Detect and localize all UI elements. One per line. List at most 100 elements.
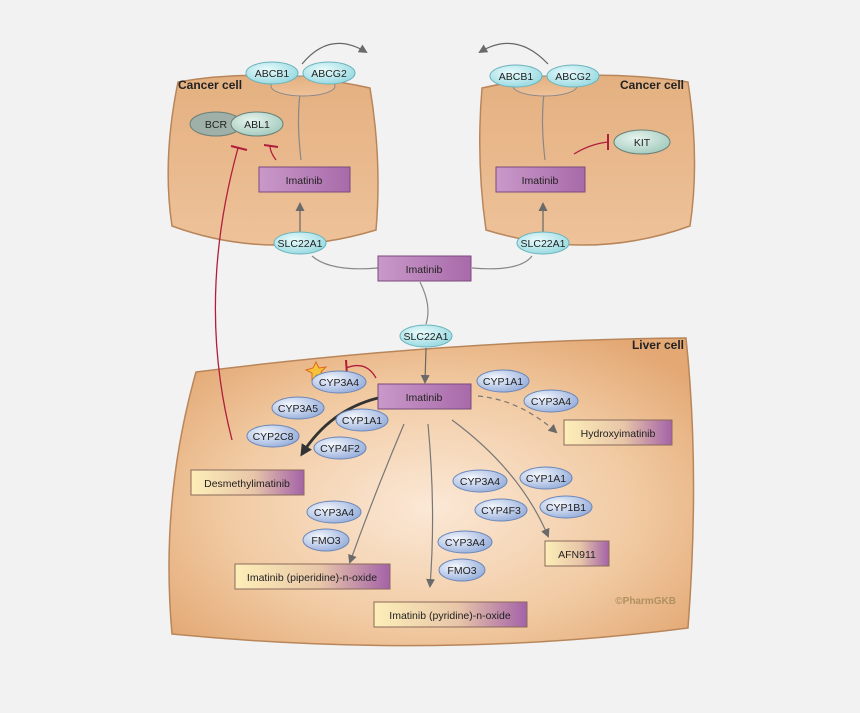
efflux-arrow-right [478,42,549,65]
slc22a1-left-shape [273,231,327,255]
abcb1-right-label: ABCB1 [499,71,534,83]
enzyme-fmo3-a: FMO3 [302,528,350,552]
slc22a1-liver-shape [399,324,453,348]
line-blood-to-slc-right [471,255,533,270]
enzyme-cyp3a5: CYP3A5 [271,396,325,420]
inhibition-imatinib-to-abl1 [269,145,277,161]
arrow-to-afn911 [451,419,550,538]
abcb1-left [245,61,299,85]
cancer-cell-right-label: Cancer cell [620,78,684,92]
imatinib-blood-label: Imatinib [406,264,443,276]
cancer-cell-left-membrane [167,74,379,246]
metabolite-pyridine-n-oxide: Imatinib (pyridine)-n-oxide [373,601,528,628]
imatinib-blood: Imatinib [377,255,472,282]
cyp3a4-e-label: CYP3A4 [445,537,485,549]
efflux-arrow-left [301,42,368,65]
pyridine-n-oxide-label: Imatinib (pyridine)-n-oxide [389,610,511,622]
enzyme-cyp3a4-c: CYP3A4 [452,469,508,493]
cyp1b1-label: CYP1B1 [546,502,586,514]
cyp2c8-label: CYP2C8 [253,431,294,443]
slc22a1-right-shape [516,231,570,255]
slc22a1-liver: SLC22A1 [399,324,453,348]
abcg2-right [546,64,600,88]
imatinib-right-box [495,166,586,193]
inhibition-desmethyl-to-bcr-abl [214,147,239,441]
arrow-to-piperidine-oxide [348,423,405,564]
imatinib-right-label: Imatinib [522,175,559,187]
cyp1a1-a-label: CYP1A1 [342,415,382,427]
inhibition-imatinib-to-cyp3a4 [345,364,377,379]
cyp3a4-c-label: CYP3A4 [460,476,500,488]
desmethylimatinib-label: Desmethylimatinib [204,478,290,490]
kit-target: KIT [613,129,671,155]
enzymes: CYP3A4 CYP3A5 CYP1A1 CYP2C8 CYP4F2 CYP1A… [246,360,593,582]
inhibition-bar-abl1 [263,144,279,148]
cyp3a4-d-label: CYP3A4 [314,507,354,519]
enzyme-cyp3a4-a: CYP3A4 [311,370,367,394]
transporters-left: ABCB1 ABCG2 [245,61,356,97]
abcg2-left-label: ABCG2 [311,68,347,80]
enzyme-cyp2c8: CYP2C8 [246,424,300,448]
liver-cell-label: Liver cell [632,338,684,352]
enzyme-cyp3a4-d: CYP3A4 [306,500,362,524]
kit-shape [613,129,671,155]
metabolites: Desmethylimatinib Hydroxyimatinib AFN911… [190,419,673,628]
slc22a1-right: SLC22A1 [516,231,570,255]
slc22a1-left: SLC22A1 [273,231,327,255]
abl1-label: ABL1 [244,119,270,131]
piperidine-n-oxide-label: Imatinib (piperidine)-n-oxide [247,572,377,584]
connectors [214,42,609,588]
cyp3a5-label: CYP3A5 [278,403,318,415]
cyp4f2-label: CYP4F2 [320,443,360,455]
inhibition-bar-desmethyl [230,145,248,151]
enzyme-cyp1a1-a: CYP1A1 [335,408,389,432]
imatinib-liver: Imatinib [377,383,472,410]
hydroxyimatinib-label: Hydroxyimatinib [581,428,656,440]
enzyme-cyp4f2: CYP4F2 [313,436,367,460]
afn911-label: AFN911 [558,549,596,561]
line-blood-to-slc-left [311,255,379,270]
metabolite-desmethylimatinib: Desmethylimatinib [190,469,305,496]
abcb1-left-label: ABCB1 [255,68,290,80]
fmo3-a-label: FMO3 [311,535,340,547]
enzyme-fmo3-b: FMO3 [438,558,486,582]
metabolite-afn911: AFN911 [544,540,610,567]
enzyme-cyp3a4-e: CYP3A4 [437,530,493,554]
enzyme-cyp1b1: CYP1B1 [539,495,593,519]
cancer-cell-left-label: Cancer cell [178,78,242,92]
slc22a1-right-label: SLC22A1 [521,238,566,250]
metabolite-piperidine-n-oxide: Imatinib (piperidine)-n-oxide [234,563,391,590]
abcb1-right [489,64,543,88]
imatinib-liver-label: Imatinib [406,392,443,404]
cyp3a4-b-label: CYP3A4 [531,396,571,408]
slc22a1-liver-label: SLC22A1 [404,331,449,343]
bcr-label: BCR [205,119,228,131]
cyp1a1-c-label: CYP1A1 [526,473,566,485]
imatinib-left-box [258,166,351,193]
abl1-target [230,111,284,137]
cyp1a1-b-label: CYP1A1 [483,376,523,388]
cyp3a4-a-label: CYP3A4 [319,377,359,389]
pharmgkb-watermark: ©PharmGKB [615,596,676,607]
cyp4f3-label: CYP4F3 [481,505,521,517]
arrow-to-desmethylimatinib [300,396,379,457]
kit-label: KIT [634,137,651,149]
slc22a1-left-label: SLC22A1 [278,238,323,250]
bcr-abl1-complex: BCR ABL1 [189,111,284,137]
imatinib-left-cell: Imatinib [258,166,351,193]
imatinib-right-cell: Imatinib [495,166,586,193]
inhibition-imatinib-to-kit [573,141,609,155]
enzyme-cyp4f3: CYP4F3 [474,498,528,522]
metabolite-hydroxyimatinib: Hydroxyimatinib [563,419,673,446]
line-blood-to-slc-liver [419,281,429,325]
cancer-cell-right: Cancer cell [479,74,696,246]
cancer-cell-right-membrane [479,74,696,246]
arrow-to-pyridine-oxide [426,423,436,588]
enzyme-cyp1a1-b: CYP1A1 [476,369,530,393]
fmo3-b-label: FMO3 [447,565,476,577]
imatinib-liver-box [377,383,472,410]
transporters-right: ABCB1 ABCG2 [489,64,600,97]
abcg2-left [302,61,356,85]
